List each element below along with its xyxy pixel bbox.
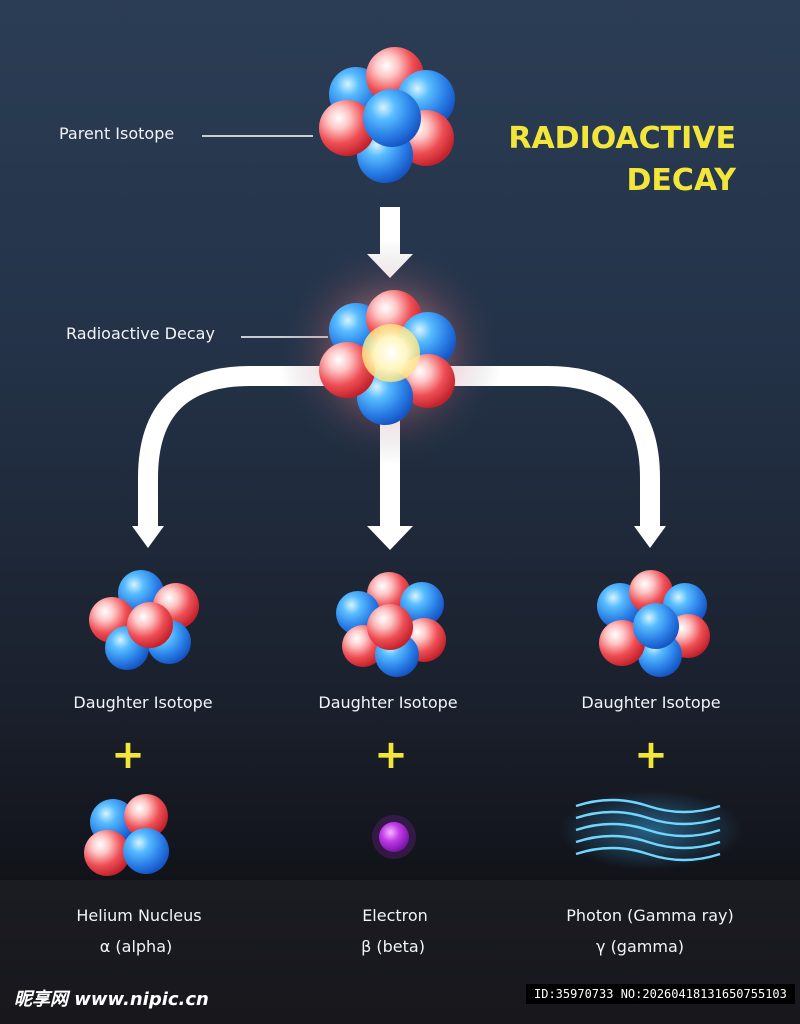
daughter-isotope-label: Daughter Isotope [581,693,721,712]
product-symbol-label: α (alpha) [99,937,173,956]
product-name-label: Photon (Gamma ray) [566,906,734,925]
daughter-nucleus-gamma-icon [597,570,710,677]
helium-nucleus-icon [84,794,169,876]
parent-nucleus-icon [319,47,455,183]
image-id-watermark: ID:35970733 NO:20260418131650755103 [526,984,795,1004]
product-symbol-label: β (beta) [361,937,425,956]
decaying-nucleus-icon [319,290,456,425]
plus-sign: + [634,732,668,778]
product-name-label: Helium Nucleus [76,906,202,925]
plus-sign: + [374,732,408,778]
parent-isotope-label: Parent Isotope [59,124,175,143]
title-line-2: DECAY [626,163,736,198]
photon-wave-icon [559,790,743,870]
product-symbol-label: γ (gamma) [596,937,684,956]
title-line-1: RADIOACTIVE [508,121,736,156]
daughter-nucleus-beta-icon [336,572,446,677]
plus-sign: + [111,732,145,778]
electron-icon [372,815,416,859]
daughter-isotope-label: Daughter Isotope [318,693,458,712]
diagram-title: RADIOACTIVE DECAY [490,118,736,202]
daughter-isotope-label: Daughter Isotope [73,693,213,712]
product-name-label: Electron [362,906,428,925]
site-watermark: 昵享网 www.nipic.cn [14,989,209,1010]
radioactive-decay-label: Radioactive Decay [66,324,215,343]
daughter-nucleus-alpha-icon [89,570,199,670]
